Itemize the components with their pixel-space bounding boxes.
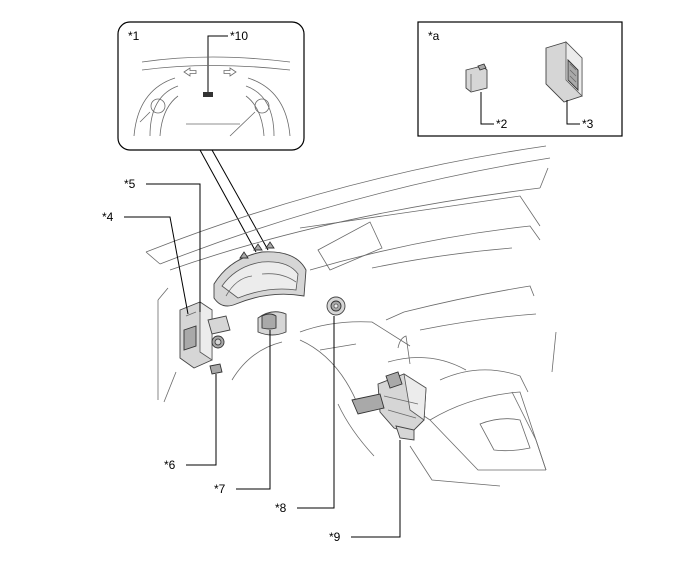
part-7-column-switch xyxy=(257,311,287,336)
meter-inset: *1 *10 xyxy=(117,21,305,151)
components-inset-frame xyxy=(417,21,623,137)
indicator-light-icon xyxy=(203,92,213,97)
callout-1: *1 xyxy=(128,29,140,43)
callout-5: *5 xyxy=(124,177,136,191)
callout-2: *2 xyxy=(496,117,508,131)
callout-7: *7 xyxy=(214,482,226,496)
callout-6: *6 xyxy=(164,458,176,472)
leader-9 xyxy=(351,440,401,538)
inset-connector-left xyxy=(199,149,257,253)
leader-4 xyxy=(124,216,189,315)
inset-connector-right xyxy=(211,149,269,251)
leader-3 xyxy=(566,100,580,125)
part-4-ecu xyxy=(179,301,213,369)
callout-10: *10 xyxy=(230,29,248,43)
leader-7 xyxy=(236,330,271,490)
components-inset: *a *2 *3 xyxy=(417,21,623,137)
part-9-shift-lever xyxy=(351,335,427,441)
callout-4: *4 xyxy=(102,210,114,224)
callout-a: *a xyxy=(428,29,440,43)
meter-face-drawing xyxy=(133,56,291,137)
part-3-ecu xyxy=(545,41,583,103)
part-6-connector xyxy=(209,363,223,375)
callout-3: *3 xyxy=(582,117,594,131)
combination-meter xyxy=(213,241,307,307)
leader-10 xyxy=(207,35,228,94)
part-8-start-switch xyxy=(326,296,346,316)
meter-inset-frame xyxy=(117,21,305,151)
dashboard-outline xyxy=(145,145,557,487)
leader-6 xyxy=(186,374,217,466)
part-5-switch xyxy=(207,315,231,349)
part-2-module xyxy=(465,63,488,93)
leader-2 xyxy=(480,92,494,125)
leader-5 xyxy=(146,183,201,312)
leader-8 xyxy=(297,316,335,509)
callout-9: *9 xyxy=(329,530,341,544)
callout-8: *8 xyxy=(275,501,287,515)
